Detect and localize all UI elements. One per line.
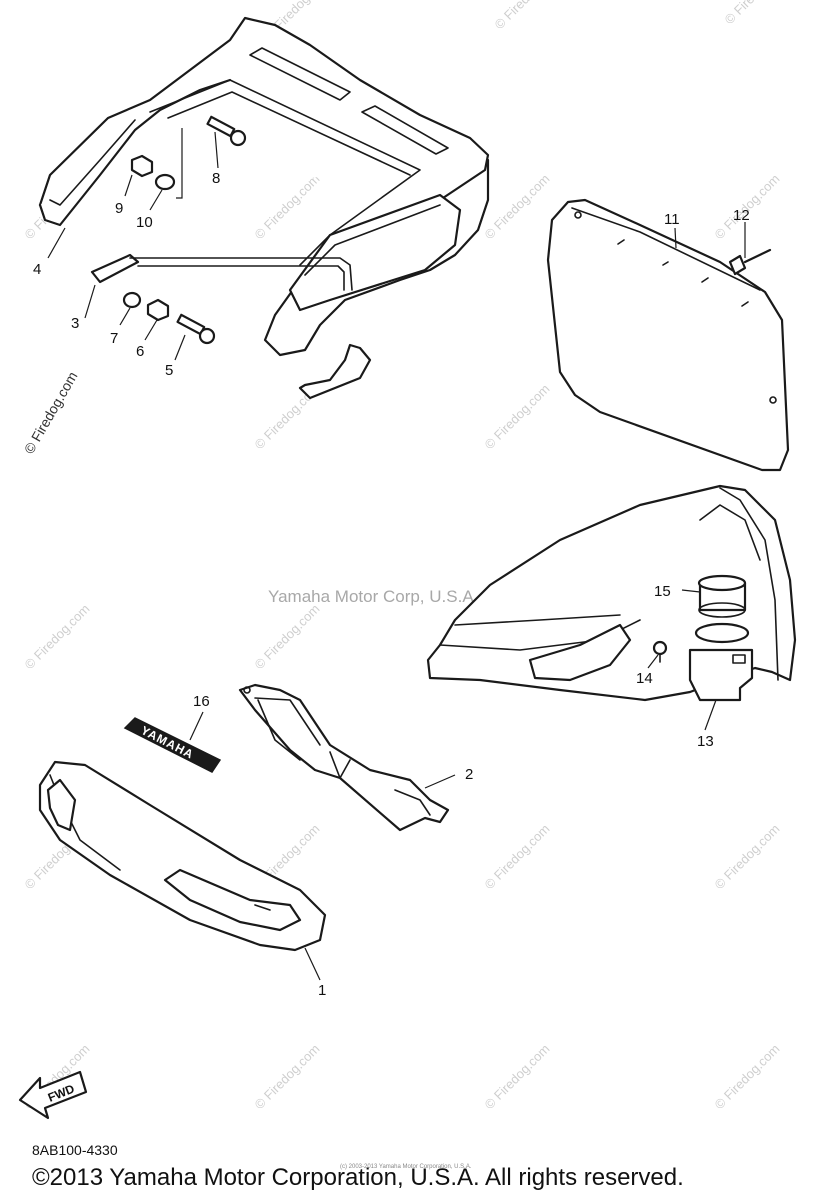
watermark: © Firedog.com bbox=[252, 1041, 323, 1112]
watermark: © Firedog.com bbox=[252, 601, 323, 672]
watermark: © Firedog.com bbox=[482, 381, 553, 452]
watermark: © Firedog.com bbox=[482, 1041, 553, 1112]
body-section bbox=[426, 484, 797, 702]
callout-9: 9 bbox=[115, 200, 123, 217]
watermark: © Firedog.com bbox=[712, 821, 783, 892]
part-1-front-cowl bbox=[38, 760, 327, 952]
part-11-panel bbox=[546, 198, 790, 472]
callout-13: 13 bbox=[697, 733, 714, 750]
callout-10: 10 bbox=[136, 214, 153, 231]
callout-8: 8 bbox=[212, 170, 220, 187]
part-4-grab-handle bbox=[38, 16, 490, 357]
side-watermark: © Firedog.com bbox=[21, 369, 81, 457]
part-15-grommet bbox=[697, 574, 747, 618]
callout-12: 12 bbox=[733, 207, 750, 224]
watermark: © Firedog.com bbox=[22, 601, 93, 672]
callout-11: 11 bbox=[664, 211, 680, 228]
part-3-hand-rail bbox=[90, 253, 372, 400]
decal-text: YAMAHA bbox=[139, 723, 197, 762]
callout-4: 4 bbox=[33, 261, 41, 278]
tiny-copyright-notice: (c) 2003-2013 Yamaha Motor Corporation, … bbox=[340, 1164, 472, 1170]
callout-7: 7 bbox=[110, 330, 118, 347]
watermark: © Firedog.com bbox=[722, 0, 793, 27]
watermark: © Firedog.com bbox=[482, 821, 553, 892]
part-12-push-rivet bbox=[728, 248, 772, 276]
watermark: © Firedog.com bbox=[492, 0, 563, 32]
part-14-pin bbox=[652, 640, 668, 663]
diagram-code: 8AB100-4330 bbox=[32, 1142, 118, 1158]
leader-lines bbox=[47, 131, 746, 981]
callout-3: 3 bbox=[71, 315, 79, 332]
watermark: © Firedog.com bbox=[712, 1041, 783, 1112]
copyright-footer: ©2013 Yamaha Motor Corporation, U.S.A. A… bbox=[32, 1164, 684, 1191]
watermark: © Firedog.com bbox=[482, 171, 553, 242]
center-watermark: Yamaha Motor Corp, U.S.A. bbox=[268, 587, 478, 606]
fwd-arrow: FWD bbox=[18, 1070, 88, 1120]
part-16-decal: YAMAHA bbox=[123, 717, 222, 773]
callout-15: 15 bbox=[654, 583, 671, 600]
callout-6: 6 bbox=[136, 343, 144, 360]
part-2-vent-duct bbox=[238, 683, 450, 832]
callout-16: 16 bbox=[193, 693, 210, 710]
callout-1: 1 bbox=[318, 982, 326, 999]
callouts: 1 2 3 4 5 6 7 8 9 10 11 12 13 14 15 16 bbox=[33, 170, 750, 999]
callout-5: 5 bbox=[165, 362, 173, 379]
part-13-grommet-housing bbox=[688, 622, 754, 702]
callout-14: 14 bbox=[636, 670, 653, 687]
fasteners-top bbox=[122, 115, 247, 345]
callout-2: 2 bbox=[465, 766, 473, 783]
